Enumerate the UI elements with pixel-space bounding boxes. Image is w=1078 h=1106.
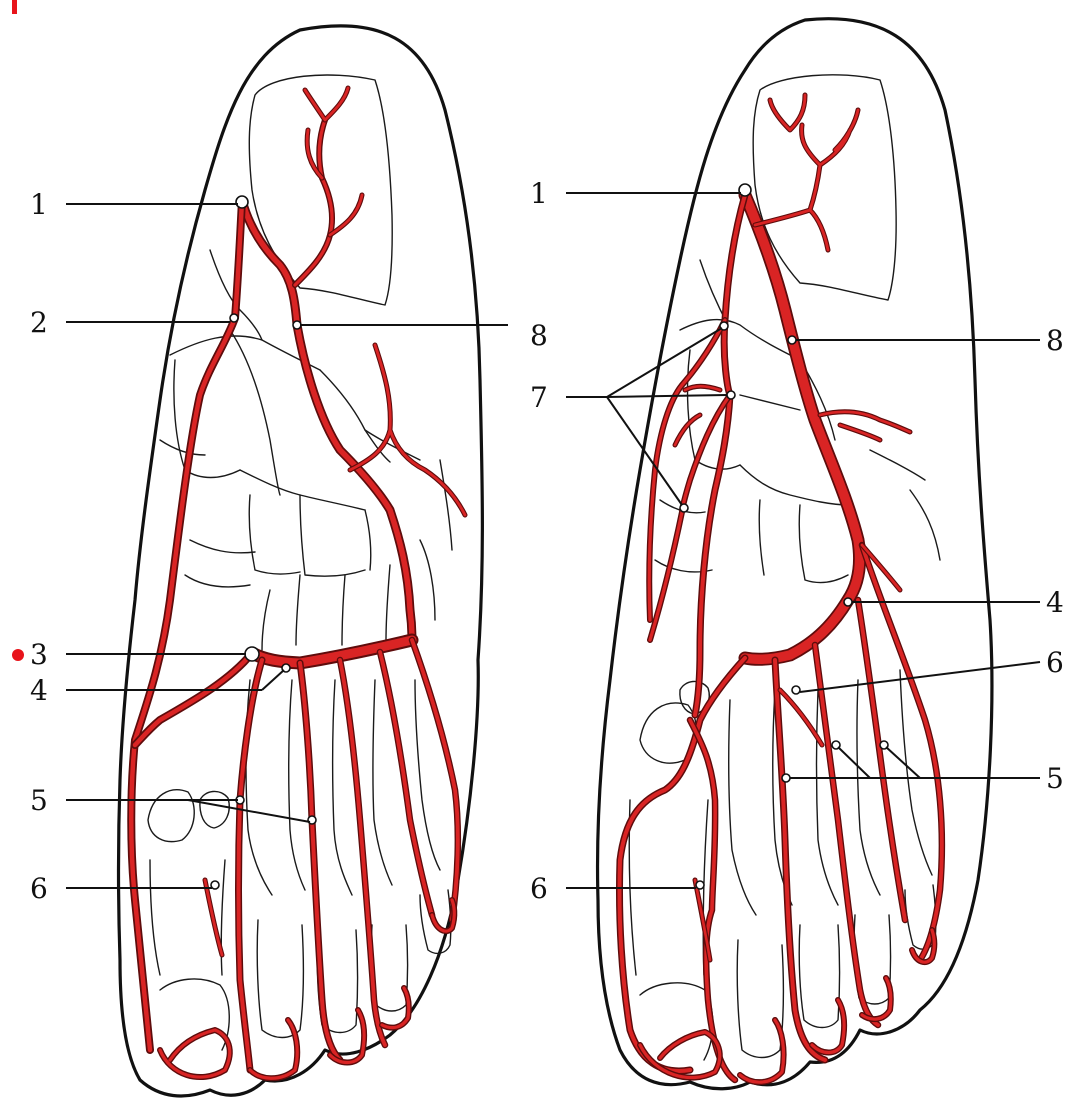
right-node-1 — [739, 184, 751, 196]
right-label-1: 1 — [530, 177, 548, 210]
left-node-6 — [211, 881, 219, 889]
left-label-2: 2 — [30, 306, 48, 339]
right-label-7: 7 — [530, 381, 548, 414]
right-foot: 1 7 8 4 6 5 6 — [530, 19, 1064, 1089]
left-label-5: 5 — [30, 784, 48, 817]
left-node-2 — [230, 314, 238, 322]
right-node-8 — [788, 336, 796, 344]
right-node-7b — [727, 391, 735, 399]
highlight-dot — [12, 649, 24, 661]
left-label-1: 1 — [30, 188, 48, 221]
right-node-6a — [792, 686, 800, 694]
right-label-6-top: 6 — [1046, 646, 1064, 679]
left-label-4: 4 — [30, 674, 48, 707]
right-node-4 — [844, 598, 852, 606]
left-foot: 1 2 3 4 5 6 8 — [12, 26, 548, 1096]
right-node-6b — [696, 881, 704, 889]
left-label-3: 3 — [30, 638, 48, 671]
left-label-8: 8 — [530, 319, 548, 352]
right-label-5: 5 — [1046, 762, 1064, 795]
right-node-5a — [782, 774, 790, 782]
corner-mark — [12, 0, 17, 14]
right-label-6-bottom: 6 — [530, 872, 548, 905]
right-label-4: 4 — [1046, 586, 1064, 619]
left-label-6: 6 — [30, 872, 48, 905]
left-node-8 — [293, 321, 301, 329]
left-node-1 — [236, 196, 248, 208]
right-label-8: 8 — [1046, 324, 1064, 357]
left-node-3 — [245, 647, 259, 661]
